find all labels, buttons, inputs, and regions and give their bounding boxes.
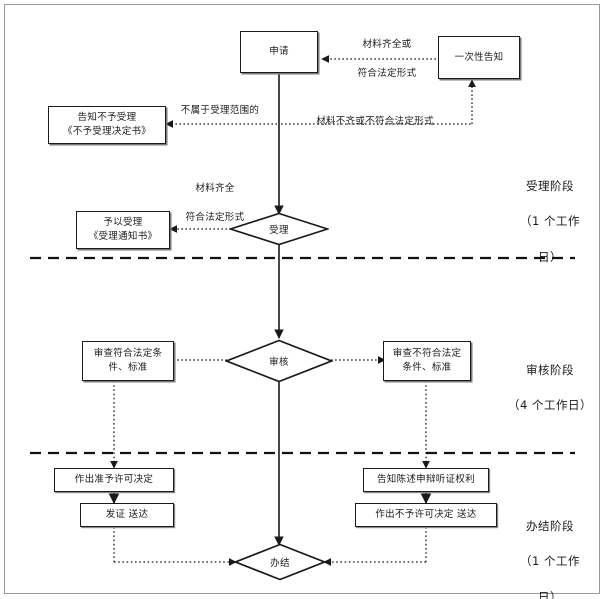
node-notice-rights[interactable]: 告知陈述申辩听证权利 (363, 468, 489, 492)
node-review-nonconform-line1: 审查不符合法定 (392, 348, 462, 360)
stage-label-complete-line2: （1 个工作 (520, 554, 580, 569)
edge-label-materials-complete-or-legal: 材料齐全或 符合法定形式 (334, 24, 440, 95)
edge-label-not-in-scope: 不属于受理范围的 (160, 90, 280, 133)
edge-label-mc-line1: 材料齐全 (195, 183, 235, 195)
node-review-nonconform-line2: 条件、标准 (402, 362, 452, 373)
edge-label-materials-incomplete: 材料不齐或不符合法定形式 (295, 101, 455, 144)
node-review-nonconform[interactable]: 审查不符合法定 条件、标准 (383, 341, 471, 381)
stage-label-complete-line3: 日） (538, 590, 562, 599)
node-notice-no-accept-line1: 告知不予受理 (77, 112, 137, 124)
stage-label-review-line1: 审核阶段 (526, 362, 574, 377)
node-notice-no-accept-line2: 《不予受理决定书》 (62, 126, 152, 137)
node-review-decision[interactable]: 审核 (225, 339, 333, 383)
node-review-conform[interactable]: 审查符合法定条 件、标准 (82, 341, 174, 381)
node-issue-deliver[interactable]: 发证 送达 (80, 503, 174, 527)
edge-label-mc-line2: 符合法定形式 (185, 211, 245, 223)
edge-label-mi-text: 材料不齐或不符合法定形式 (316, 116, 434, 128)
stage-label-complete-line1: 办结阶段 (526, 518, 574, 533)
stage-label-accept-line3: 日） (538, 250, 562, 265)
node-notice-rights-label: 告知陈述申辩听证权利 (376, 474, 475, 486)
node-review-decision-label: 审核 (269, 357, 289, 368)
edge-label-materials-complete: 材料齐全 符合法定形式 (160, 168, 270, 239)
node-complete[interactable]: 办结 (234, 543, 326, 581)
node-apply-label: 申请 (269, 46, 289, 58)
node-review-conform-line2: 件、标准 (108, 362, 148, 373)
node-approve-decision-label: 作出准予许可决定 (74, 474, 154, 486)
node-approve-decision[interactable]: 作出准予许可决定 (54, 468, 174, 492)
stage-label-review-line2: （4 个工作日） (508, 398, 592, 413)
node-accept-decision-label: 受理 (269, 225, 289, 236)
node-reject-decision-deliver[interactable]: 作出不予许可决定 送达 (355, 503, 497, 527)
stage-label-complete: 办结阶段 （1 个工作 日） (505, 500, 595, 599)
stage-label-accept: 受理阶段 （1 个工作 日） (505, 160, 595, 285)
edge-label-moc-line1: 材料齐全或 (362, 39, 412, 51)
stage-label-accept-line1: 受理阶段 (526, 178, 574, 193)
stage-label-review: 审核阶段 （4 个工作日） (498, 344, 602, 433)
edge-label-moc-line2: 符合法定形式 (357, 67, 417, 79)
node-issue-deliver-label: 发证 送达 (105, 509, 149, 521)
edge-label-nis-text: 不属于受理范围的 (180, 105, 260, 117)
node-one-time-notice-label: 一次性告知 (454, 51, 504, 63)
node-reject-decision-deliver-label: 作出不予许可决定 送达 (375, 509, 477, 521)
node-one-time-notice[interactable]: 一次性告知 (438, 36, 520, 79)
node-complete-label: 办结 (270, 558, 290, 569)
node-grant-accept-line2: 《受理通知书》 (88, 231, 158, 242)
node-accept-decision[interactable]: 受理 (229, 212, 329, 246)
node-apply[interactable]: 申请 (240, 31, 318, 73)
node-notice-no-accept[interactable]: 告知不予受理 《不予受理决定书》 (48, 106, 166, 144)
node-grant-accept-line1: 予以受理 (103, 217, 143, 229)
node-review-conform-line1: 审查符合法定条 (93, 348, 163, 360)
node-grant-accept[interactable]: 予以受理 《受理通知书》 (76, 211, 170, 249)
stage-label-accept-line2: （1 个工作 (520, 214, 580, 229)
